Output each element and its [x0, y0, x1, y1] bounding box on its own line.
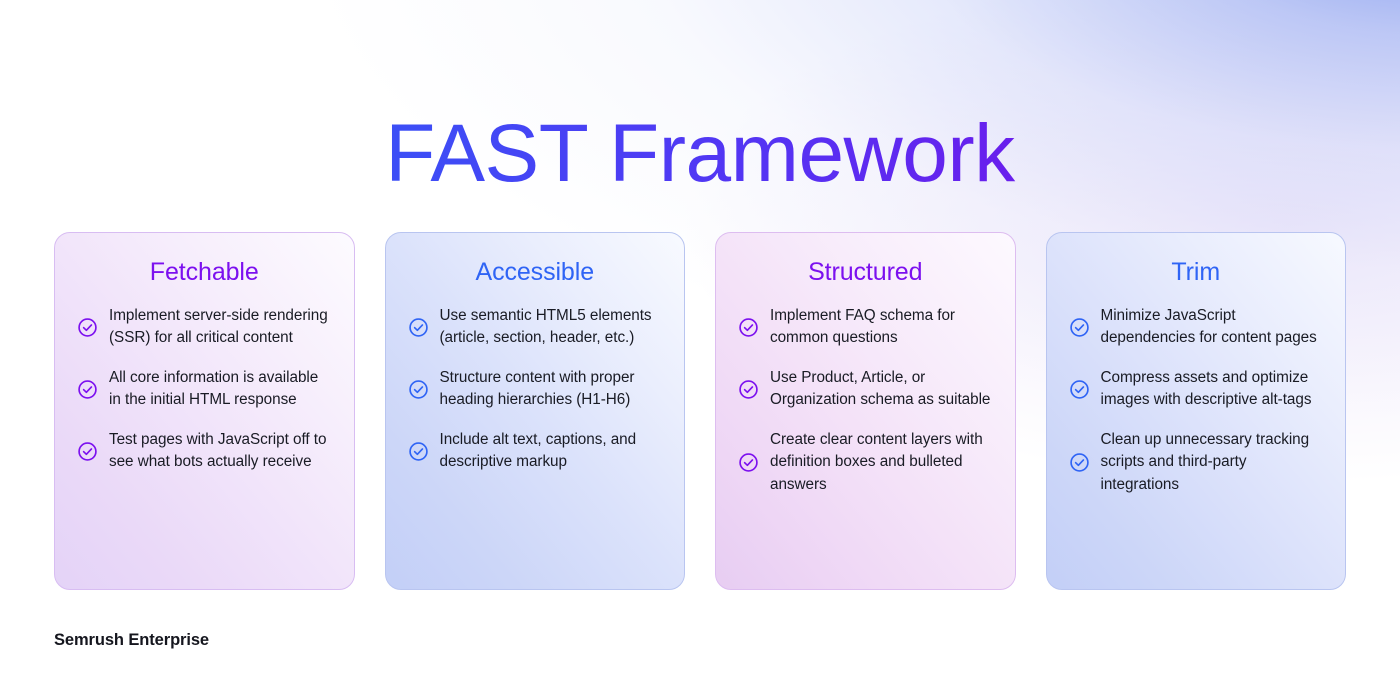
check-circle-icon	[78, 379, 97, 399]
checklist-item-text: All core information is available in the…	[109, 368, 319, 409]
checklist-item-text: Structure content with proper heading hi…	[439, 368, 635, 409]
checklist-item: Use semantic HTML5 elements (article, se…	[408, 305, 663, 350]
check-circle-icon	[408, 379, 428, 399]
check-circle-icon	[739, 379, 758, 399]
card-checklist: Use semantic HTML5 elements (article, se…	[408, 305, 663, 474]
checklist-item-text: Implement FAQ schema for common question…	[770, 306, 955, 347]
checklist-item-text: Use semantic HTML5 elements (article, se…	[439, 306, 652, 347]
checklist-item: Structure content with proper heading hi…	[408, 367, 663, 412]
check-circle-icon	[1069, 453, 1089, 472]
checklist-item: Clean up unnecessary tracking scripts an…	[1069, 429, 1324, 497]
footer-brand-label: Semrush Enterprise	[54, 631, 210, 649]
check-circle-icon	[739, 317, 758, 337]
check-circle-icon	[78, 317, 97, 337]
checklist-item: All core information is available in the…	[77, 367, 332, 412]
checklist-item-text: Compress assets and optimize images with…	[1100, 368, 1312, 409]
card-title: Accessible	[475, 258, 595, 286]
checklist-item-text: Create clear content layers with definit…	[770, 430, 983, 493]
card-checklist: Implement FAQ schema for common question…	[738, 305, 993, 497]
card-checklist: Implement server-side rendering (SSR) fo…	[77, 305, 332, 474]
checklist-item: Minimize JavaScript dependencies for con…	[1069, 305, 1324, 350]
page-title: FAST Framework	[0, 112, 1400, 195]
checklist-item: Use Product, Article, or Organization sc…	[738, 367, 993, 412]
check-circle-icon	[408, 317, 428, 337]
checklist-item: Implement FAQ schema for common question…	[738, 305, 993, 350]
check-circle-icon	[78, 441, 97, 461]
card-title: Structured	[808, 258, 923, 286]
checklist-item-text: Include alt text, captions, and descript…	[439, 430, 637, 471]
card-title: Fetchable	[149, 258, 259, 286]
check-circle-icon	[739, 453, 758, 472]
check-circle-icon	[408, 441, 428, 461]
card-checklist: Minimize JavaScript dependencies for con…	[1069, 305, 1324, 497]
checklist-item-text: Clean up unnecessary tracking scripts an…	[1100, 430, 1310, 493]
checklist-item-text: Implement server-side rendering (SSR) fo…	[109, 306, 328, 347]
checklist-item-text: Minimize JavaScript dependencies for con…	[1100, 306, 1317, 347]
checklist-item: Create clear content layers with definit…	[738, 429, 993, 497]
checklist-item-text: Test pages with JavaScript off to see wh…	[109, 430, 327, 471]
checklist-item: Implement server-side rendering (SSR) fo…	[77, 305, 332, 350]
check-circle-icon	[1069, 379, 1089, 399]
checklist-item: Compress assets and optimize images with…	[1069, 367, 1324, 412]
card-title: Trim	[1171, 258, 1221, 286]
checklist-item-text: Use Product, Article, or Organization sc…	[770, 368, 991, 409]
check-circle-icon	[1069, 317, 1089, 337]
checklist-item: Include alt text, captions, and descript…	[408, 429, 663, 474]
checklist-item: Test pages with JavaScript off to see wh…	[77, 429, 332, 474]
